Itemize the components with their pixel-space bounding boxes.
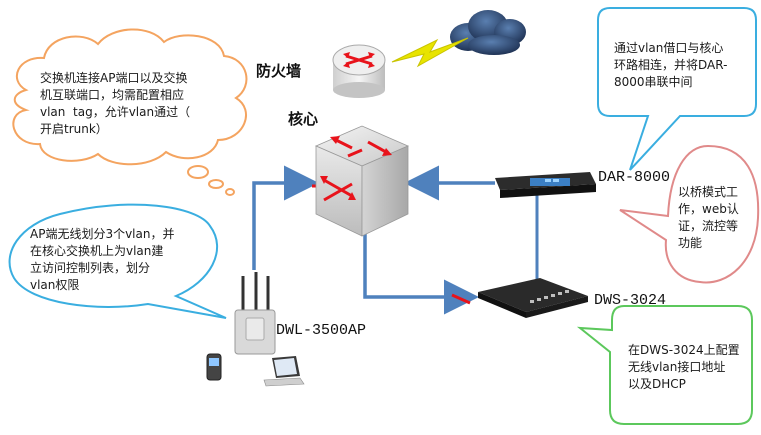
callout-line: 开启trunk） <box>40 122 108 136</box>
callout-top-left-text: 交换机连接AP端口以及交换 机互联端口，均需配置相应 vlan tag，允许vl… <box>40 70 230 138</box>
callout-line: 以桥模式工 <box>678 185 739 199</box>
callout-top-right-text: 通过vlan借口与核心 环路相连，并将DAR- 8000串联中间 <box>614 40 754 91</box>
lightning-icon <box>391 37 469 68</box>
callout-line: 交换机连接AP端口以及交换 <box>40 71 188 85</box>
callout-line: 以及DHCP <box>628 377 686 391</box>
callout-line: 8000串联中间 <box>614 75 693 89</box>
callout-line: 功能 <box>678 236 703 250</box>
callout-line: 在核心交换机上为vlan建 <box>30 244 164 258</box>
callout-line: 证，流控等 <box>678 219 739 233</box>
label-dwl-3500ap: DWL-3500AP <box>276 322 367 339</box>
callout-line: 在DWS-3024上配置 <box>628 343 740 357</box>
internet-cloud-icon <box>450 10 526 55</box>
callout-left <box>8 203 227 319</box>
link-trunk-red-dws <box>451 293 471 305</box>
mobile-phone-icon <box>206 353 222 381</box>
callout-line: 环路相连，并将DAR- <box>614 58 728 72</box>
dws-3024-device-icon <box>478 278 588 318</box>
label-firewall: 防火墙 <box>256 62 302 80</box>
callout-left-text: AP端无线划分3个vlan，并 在核心交换机上为vlan建 立访问控制列表，划分… <box>30 226 210 294</box>
callout-right-middle <box>619 144 760 284</box>
label-core: 核心 <box>288 110 319 128</box>
callout-line: 作，web认 <box>678 202 739 216</box>
callout-bottom-right <box>576 305 753 425</box>
callout-top-left <box>12 28 248 196</box>
callout-top-right <box>597 7 757 171</box>
callout-line: 机互联端口，均需配置相应 <box>40 88 185 102</box>
label-dar-8000: DAR-8000 <box>598 169 671 186</box>
callout-line: vlan权限 <box>30 278 80 292</box>
callout-line: 通过vlan借口与核心 <box>614 41 724 55</box>
link-ap-core <box>252 165 319 270</box>
callout-line: AP端无线划分3个vlan，并 <box>30 227 175 241</box>
link-core-dws <box>363 228 479 315</box>
callout-line: 立访问控制列表，划分 <box>30 261 151 275</box>
callout-right-middle-text: 以桥模式工 作，web认 证，流控等 功能 <box>678 184 758 252</box>
firewall-router-icon <box>332 44 386 98</box>
core-switch-icon <box>314 125 410 237</box>
callout-line: vlan tag，允许vlan通过（ <box>40 105 191 119</box>
callout-line: 无线vlan接口地址 <box>628 360 726 374</box>
laptop-icon <box>263 356 305 387</box>
dar-8000-device-icon <box>495 172 596 198</box>
label-dws-3024: DWS-3024 <box>594 292 667 309</box>
access-point-icon <box>234 272 276 355</box>
callout-bottom-right-text: 在DWS-3024上配置 无线vlan接口地址 以及DHCP <box>628 342 752 393</box>
